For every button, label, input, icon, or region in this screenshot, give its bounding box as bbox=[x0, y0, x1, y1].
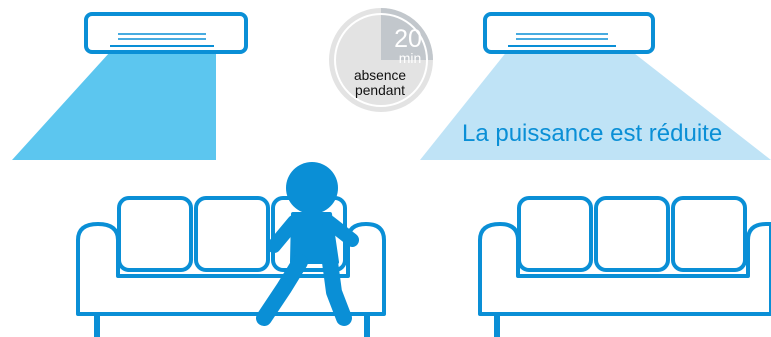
person-icon bbox=[256, 162, 359, 326]
right-ac-icon bbox=[483, 12, 655, 54]
timer-icon: 20 min absence pendant bbox=[329, 8, 433, 112]
timer-line-2: pendant bbox=[355, 82, 405, 98]
airflow-weak bbox=[420, 50, 771, 160]
airflow-strong bbox=[12, 52, 216, 160]
reduced-power-message: La puissance est réduite bbox=[462, 120, 723, 147]
right-sofa-icon bbox=[478, 196, 771, 337]
left-ac-icon bbox=[84, 12, 248, 54]
timer-line-1: absence bbox=[354, 67, 406, 83]
timer-number: 20 bbox=[394, 25, 422, 53]
timer-unit: min bbox=[399, 50, 422, 66]
